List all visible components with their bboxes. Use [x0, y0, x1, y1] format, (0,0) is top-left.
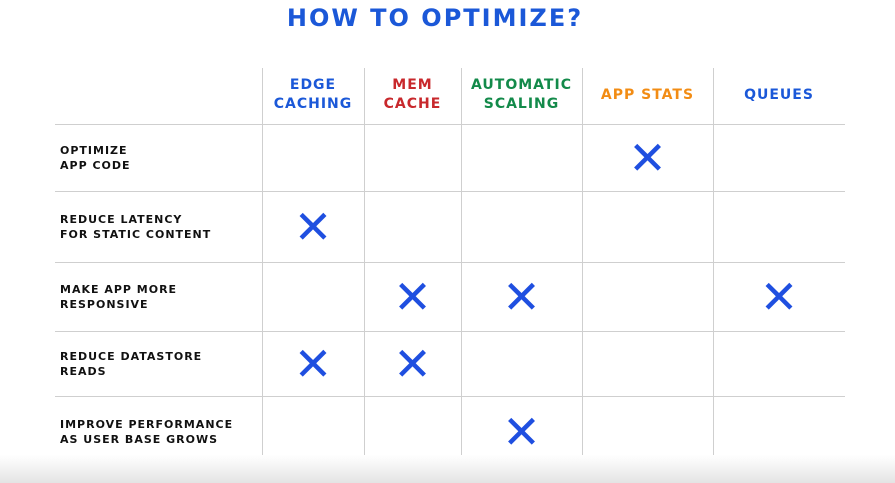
row-label-2: REDUCE LATENCY FOR STATIC CONTENT	[60, 212, 212, 241]
column-header-3: AUTOMATIC SCALING	[471, 77, 572, 112]
column-header-5: QUEUES	[744, 87, 814, 103]
check-x-mark: ✕	[759, 269, 799, 324]
grid-line-vertical	[364, 68, 365, 468]
check-x-mark: ✕	[502, 269, 541, 324]
grid-line-horizontal	[55, 331, 845, 332]
grid-line-horizontal	[55, 396, 845, 397]
grid-line-vertical	[582, 68, 583, 468]
row-label-4: REDUCE DATASTORE READS	[60, 349, 203, 378]
grid-line-horizontal	[55, 124, 845, 125]
check-x-mark: ✕	[393, 269, 432, 324]
column-header-4: APP STATS	[600, 87, 695, 103]
row-label-3: MAKE APP MORE RESPONSIVE	[60, 282, 178, 311]
grid-line-vertical	[713, 68, 714, 468]
grid-line-horizontal	[55, 262, 845, 263]
grid-line-vertical	[262, 68, 263, 468]
column-header-2: MEM CACHE	[383, 77, 442, 112]
column-header-1: EDGE CACHING	[273, 77, 353, 112]
page-title: HOW TO OPTIMIZE?	[286, 4, 584, 32]
check-x-mark: ✕	[502, 405, 541, 459]
check-x-mark: ✕	[393, 336, 432, 391]
grid-line-vertical	[461, 68, 462, 468]
video-bottom-shadow	[0, 455, 895, 483]
grid-line-horizontal	[55, 191, 845, 192]
check-x-mark: ✕	[293, 199, 333, 254]
row-label-1: OPTIMIZE APP CODE	[60, 143, 131, 172]
check-x-mark: ✕	[628, 130, 667, 185]
row-label-5: IMPROVE PERFORMANCE AS USER BASE GROWS	[60, 418, 234, 446]
check-x-mark: ✕	[293, 336, 333, 391]
